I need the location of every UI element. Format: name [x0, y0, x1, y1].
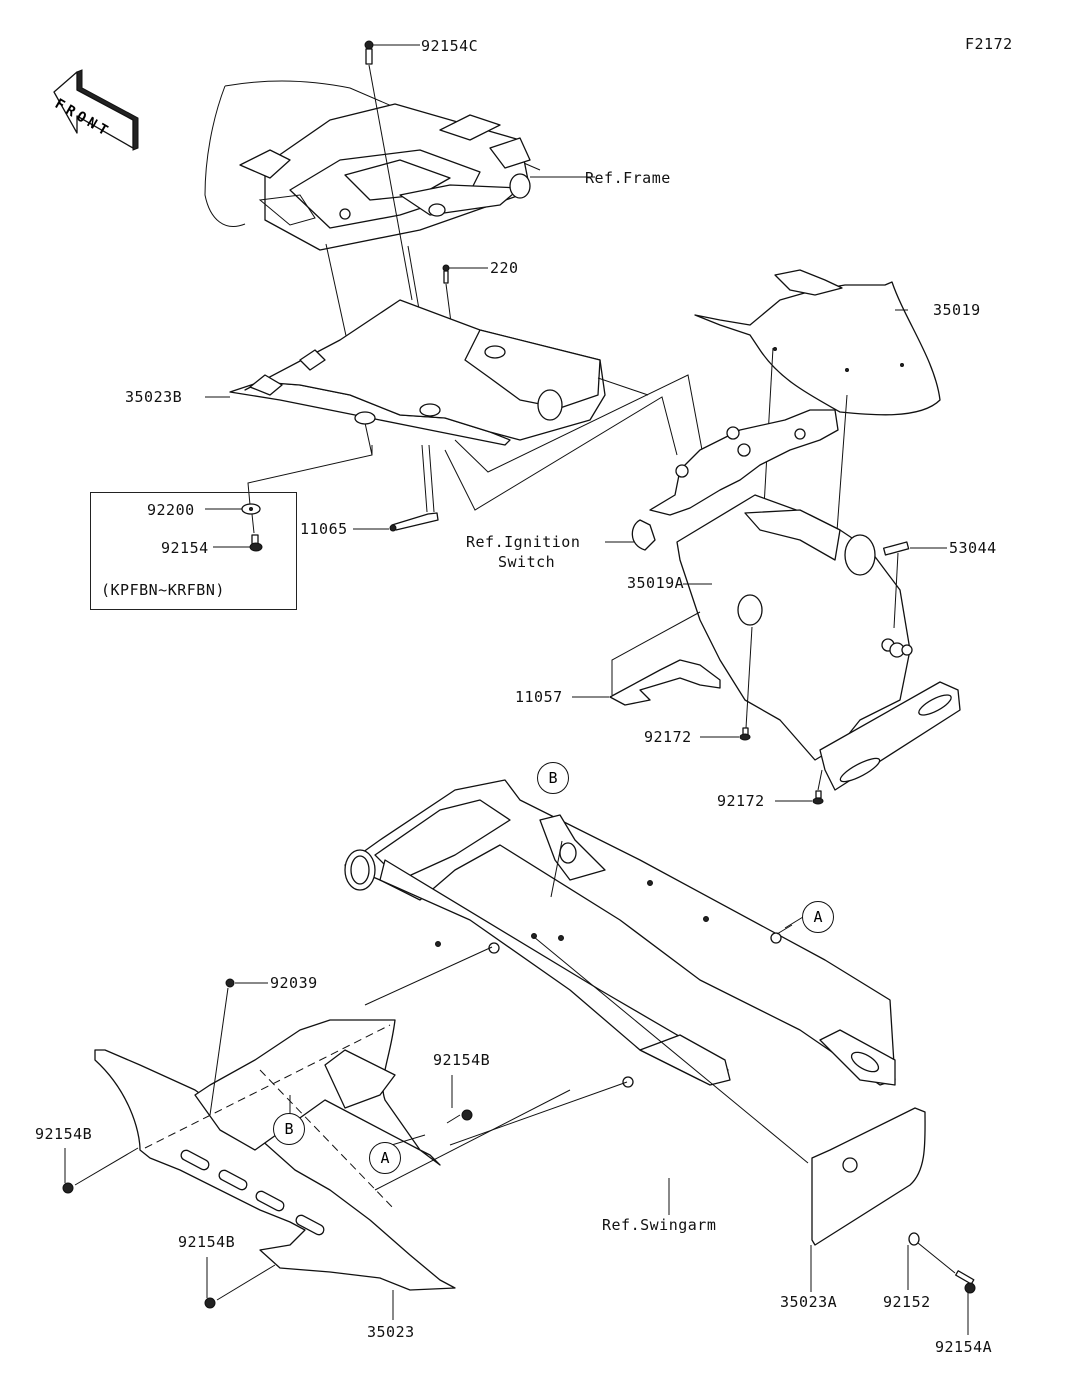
callout-ref-swingarm[interactable]: Ref.Swingarm	[602, 1216, 717, 1234]
callout-ref-ignition-switch-line2[interactable]: Switch	[498, 553, 556, 571]
swingarm-part	[344, 779, 896, 1088]
callout-92154A[interactable]: 92154A	[935, 1338, 993, 1356]
clip-92039-icon	[209, 978, 268, 1116]
callout-35023[interactable]: 35023	[367, 1323, 415, 1341]
callout-92172-lower[interactable]: 92172	[717, 792, 765, 810]
bolt-92154B-a-icon	[62, 1147, 139, 1194]
callout-92152[interactable]: 92152	[883, 1293, 931, 1311]
rear-frame-part	[204, 80, 595, 251]
clip-11065-part	[353, 444, 439, 532]
callout-92172-upper[interactable]: 92172	[644, 728, 692, 746]
callout-ref-ignition-switch[interactable]: Ref.Ignition	[466, 533, 581, 551]
bolt-92154B-c-icon	[204, 1257, 276, 1309]
callout-220[interactable]: 220	[490, 259, 519, 277]
plate-11057-part	[572, 611, 721, 706]
callout-35019[interactable]: 35019	[933, 301, 981, 319]
callout-92200[interactable]: 92200	[147, 501, 195, 519]
ref-mark-a-guard: A	[369, 1142, 401, 1174]
ignition-switch-bracket-part	[605, 409, 839, 551]
callout-92039[interactable]: 92039	[270, 974, 318, 992]
ref-mark-a-swingarm: A	[802, 901, 834, 933]
ref-mark-b-guard: B	[273, 1113, 305, 1145]
pin-53044-icon	[882, 541, 947, 629]
callout-92154[interactable]: 92154	[161, 539, 209, 557]
callout-35023A[interactable]: 35023A	[780, 1293, 838, 1311]
bolt-92154C-icon	[364, 40, 420, 301]
callout-35023B[interactable]: 35023B	[125, 388, 183, 406]
kit-box	[90, 492, 297, 610]
bolt-92154-icon	[213, 534, 263, 552]
kit-box-note: (KPFBN~KRFBN)	[101, 581, 225, 599]
chain-guard-35023-part	[94, 1019, 456, 1320]
callout-35019A[interactable]: 35019A	[627, 574, 685, 592]
callout-92154B-left[interactable]: 92154B	[35, 1125, 93, 1143]
callout-11057[interactable]: 11057	[515, 688, 563, 706]
callout-92154C[interactable]: 92154C	[421, 37, 479, 55]
cover-35023A-part	[810, 1107, 926, 1292]
screw-92172-a-icon	[700, 626, 753, 741]
front-arrow-icon	[53, 69, 139, 151]
callout-92154B-bottom[interactable]: 92154B	[178, 1233, 236, 1251]
screw-92172-b-icon	[775, 769, 824, 805]
washer-92200-icon	[205, 503, 261, 534]
callout-53044[interactable]: 53044	[949, 539, 997, 557]
figure-code: F2172	[965, 35, 1013, 53]
bolt-92154B-b-icon	[446, 1075, 473, 1124]
callout-ref-frame[interactable]: Ref.Frame	[585, 169, 671, 187]
rear-fender-35019A-part	[676, 494, 961, 791]
tray-35023B-part	[205, 299, 606, 446]
ref-mark-b-swingarm: B	[537, 762, 569, 794]
washer-92152-icon	[907, 1232, 956, 1290]
tail-cover-35019-part	[694, 269, 941, 641]
callout-92154B-right[interactable]: 92154B	[433, 1051, 491, 1069]
bolt-92154A-icon	[955, 1270, 976, 1335]
callout-11065[interactable]: 11065	[300, 520, 348, 538]
